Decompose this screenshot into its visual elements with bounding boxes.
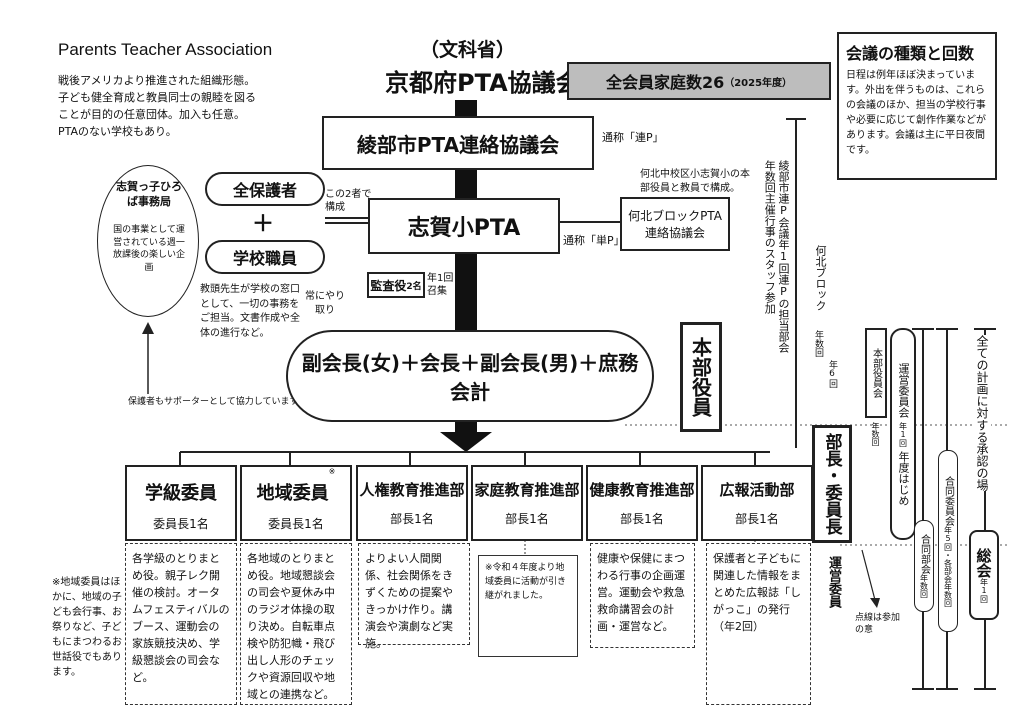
renp-note: 綾部市連P会議年1回連Pの担当部会年数回主催行事のスタッフ参加 bbox=[763, 160, 790, 353]
committee-desc: 各地域のとりまとめ役。地域懇談会の司会や夏休み中のラジオ体操の取り決め。自転車点… bbox=[240, 543, 352, 705]
unei-iin-label: 運営委員 bbox=[826, 556, 841, 608]
auditor-box: 監査役 2名 bbox=[367, 272, 425, 298]
meetings-box: 会議の種類と回数 日程は例年ほぼ決まっています。外出を伴うものは、これらの会議の… bbox=[837, 32, 997, 180]
all-plans-label: 全ての計画に対する承認の場 bbox=[974, 335, 991, 491]
auditor-note: 年1回召集 bbox=[427, 273, 454, 297]
meetings-title: 会議の種類と回数 bbox=[846, 44, 975, 63]
honbu-yakuin-box: 本部役員 bbox=[680, 322, 722, 432]
bucho-box: 部長・委員長 bbox=[812, 425, 852, 543]
meetings-desc: 日程は例年ほぼ決まっています。外出を伴うものは、これらの会議のほか、担当の学校行… bbox=[846, 70, 986, 156]
committee-head: 委員長1名 bbox=[268, 517, 324, 531]
kahoku-block-name: 何北ブロックPTA連絡協議会 bbox=[628, 209, 722, 240]
committee-name: 地域委員 bbox=[256, 483, 329, 504]
kyoto-pta: 京都府PTA協議会 bbox=[385, 69, 580, 97]
committee-box-0: 学級委員委員長1名 bbox=[125, 465, 237, 541]
godo-meeting-label: 合同部会 年数回 bbox=[914, 520, 934, 612]
committee-desc: よりよい人間関係、社会関係をきずくための提案やきっかけ作り。講演会や演劇など実施… bbox=[358, 543, 470, 650]
hiroba-title: 志賀っ子ひろば事務局 bbox=[116, 180, 182, 208]
honbu-meeting-count: 年数回 bbox=[871, 422, 880, 446]
committee-desc: 保護者と子どもに関連した情報をまとめた広報誌「しがっこ」の発行（年2回） bbox=[706, 543, 811, 705]
kahoku-bar-label: 何北ブロック bbox=[814, 245, 827, 311]
principal-note: 教頭先生が学校の窓口として、一切の事務をご担当。文書作成や全体の進行など。 bbox=[200, 284, 300, 339]
plus-sign: ＋ bbox=[252, 212, 275, 237]
godo-iin-label: 合同委員会 年5回・各部会年数回 bbox=[938, 450, 958, 632]
ayabe-note: 何北中校区小志賀小の本部役員と教員で構成。 bbox=[640, 169, 750, 194]
committee-head: 部長1名 bbox=[735, 512, 779, 526]
hiroba-desc: 国の事業として運営されている週一放課後の楽しい企画 bbox=[112, 225, 185, 273]
committee-box-5: 広報活動部部長1名 bbox=[701, 465, 813, 541]
committee-name: 健康教育推進部 bbox=[589, 481, 695, 499]
committee-box-1: 地域委員 ※ 委員長1名 bbox=[240, 465, 352, 541]
contact-note: 常にやり取り bbox=[305, 291, 345, 316]
committee-head: 委員長1名 bbox=[153, 517, 209, 531]
pta-description: 戦後アメリカより推進された組織形態。子ども健全育成と教員同士の親睦を図ることが目… bbox=[58, 74, 256, 139]
support-note: 保護者もサポーターとして協力しています。 bbox=[128, 394, 307, 407]
household-year: （2025年度） bbox=[724, 77, 793, 89]
shiga-alias: 通称「単P」 bbox=[563, 234, 625, 247]
committee-box-3: 家庭教育推進部部長1名 bbox=[471, 465, 583, 541]
executives-cloud: 副会長(女)＋会長＋副会長(男)＋庶務会計 bbox=[286, 330, 654, 422]
household-count-box: 全会員家庭数26 （2025年度） bbox=[567, 62, 831, 100]
hiroba-circle: 志賀っ子ひろば事務局 国の事業として運営されている週一放課後の楽しい企画 bbox=[97, 165, 199, 317]
shiga-pta-name: 志賀小PTA bbox=[407, 216, 521, 241]
dotted-note: 点線は参加の意 bbox=[855, 613, 901, 636]
kahoku-block-box: 何北ブロックPTA連絡協議会 bbox=[620, 197, 730, 251]
committee-name: 人権教育推進部 bbox=[359, 481, 465, 499]
committee-head: 部長1名 bbox=[620, 512, 664, 526]
ayabe-pta-box: 綾部市PTA連絡協議会 bbox=[322, 116, 594, 170]
ministry-label: （文科省） bbox=[420, 39, 516, 61]
kahoku-bar-count: 年数回 bbox=[813, 330, 823, 357]
all-parents-box: 全保護者 bbox=[205, 172, 325, 206]
committee-mark: ※ bbox=[328, 467, 336, 476]
sokai-box: 総会 年1回 bbox=[969, 530, 999, 620]
committee-name: 家庭教育推進部 bbox=[474, 481, 580, 499]
committee-name: 学級委員 bbox=[145, 483, 217, 504]
committee-head: 部長1名 bbox=[390, 512, 434, 526]
school-staff-box: 学校職員 bbox=[205, 240, 325, 274]
kahoku-bar-count2: 年6回 bbox=[827, 360, 837, 388]
chiiki-footnote: ※地域委員はほかに、地域の子ども会行事、お祭りなど、子どもにまつわるお世話役でも… bbox=[52, 577, 122, 678]
committee-head: 部長1名 bbox=[505, 512, 549, 526]
pta-title: Parents Teacher Association bbox=[58, 40, 273, 59]
unei-meeting-box: 運営委員会 年1回 年度はじめ bbox=[890, 328, 916, 540]
shiga-pta-box: 志賀小PTA bbox=[368, 198, 560, 254]
honbu-meeting-box: 本部役員会 bbox=[865, 328, 887, 418]
composed-note: この2者で構成 bbox=[325, 189, 372, 213]
committee-desc: 各学級のとりまとめ役。親子レク開催の検討。オータムフェスティバルのブース、運動会… bbox=[125, 543, 237, 705]
committee-box-2: 人権教育推進部部長1名 bbox=[356, 465, 468, 541]
committee-desc: 健康や保健にまつわる行事の企画運営。運動会や救急救命講習会の計画・運営など。 bbox=[590, 543, 695, 648]
executives-text: 副会長(女)＋会長＋副会長(男)＋庶務会計 bbox=[301, 351, 639, 404]
committee-desc: ※令和４年度より地域委員に活動が引き継がれました。 bbox=[478, 555, 578, 657]
committee-name: 広報活動部 bbox=[719, 481, 795, 499]
household-count: 全会員家庭数26 bbox=[605, 73, 725, 92]
ayabe-pta-name: 綾部市PTA連絡協議会 bbox=[356, 132, 560, 157]
ayabe-alias: 通称「連P」 bbox=[602, 131, 664, 144]
committee-box-4: 健康教育推進部部長1名 bbox=[586, 465, 698, 541]
